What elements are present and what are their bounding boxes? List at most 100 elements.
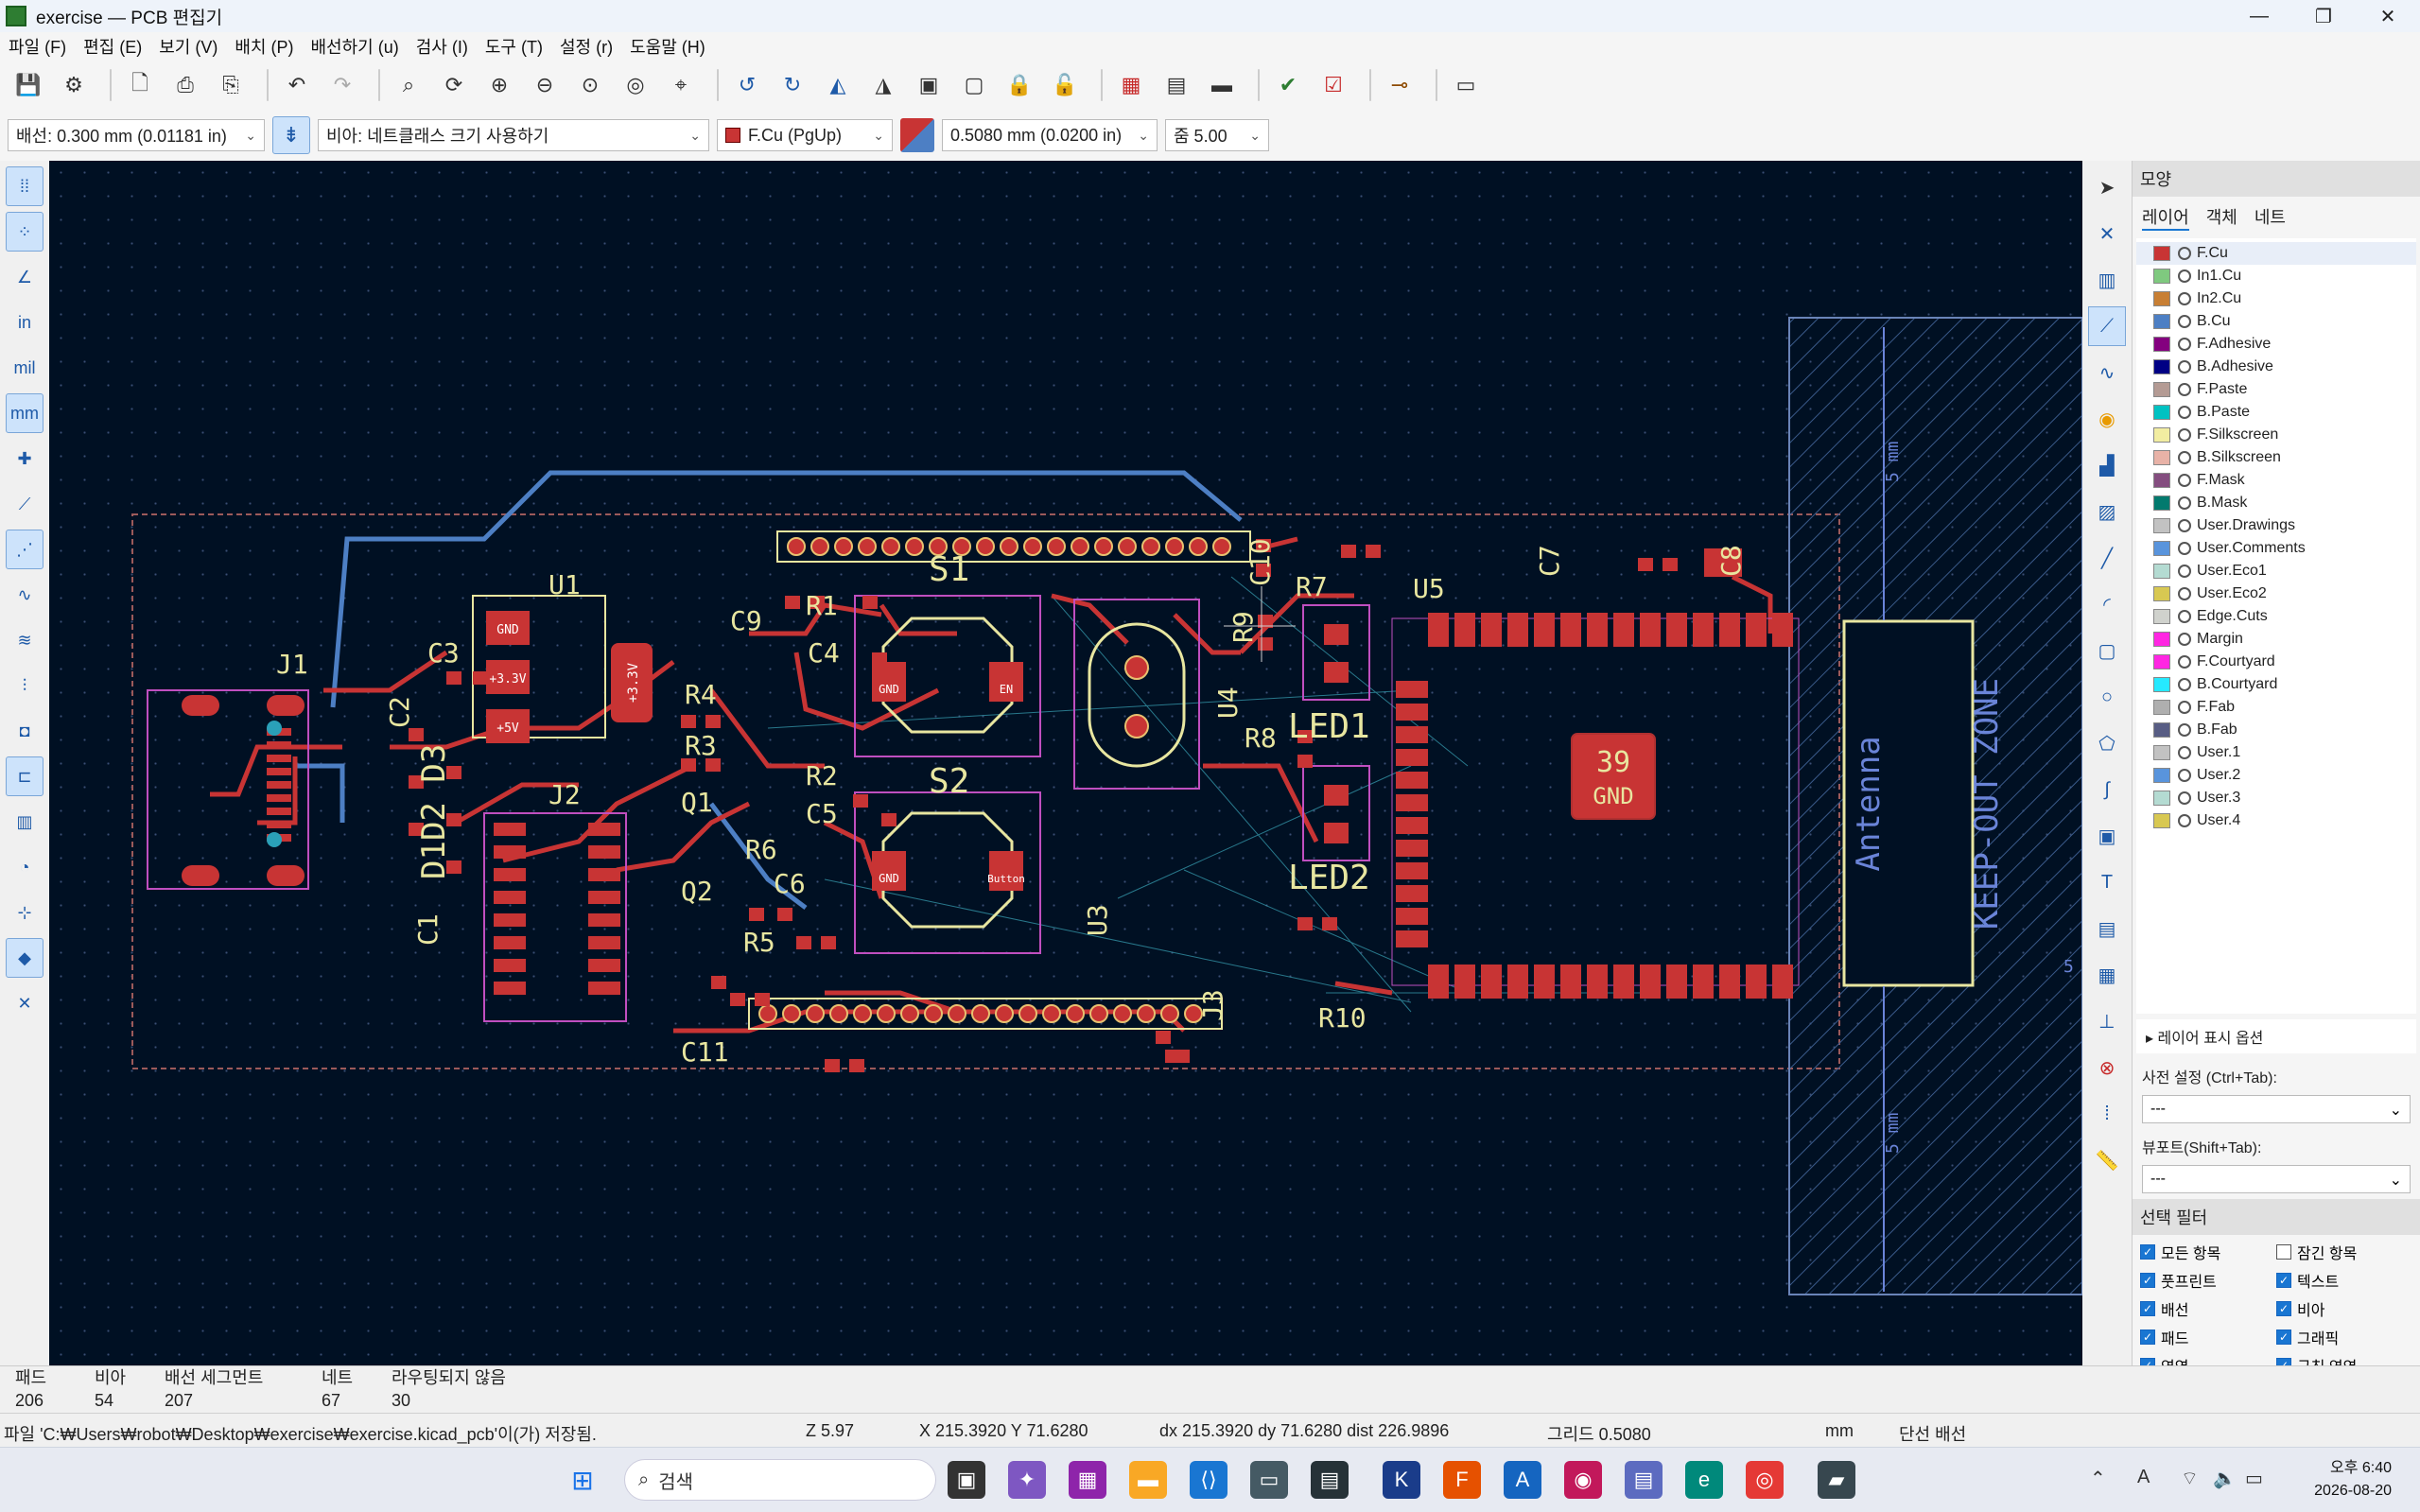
- led1-courtyard[interactable]: [1302, 604, 1370, 701]
- layer-color-swatch[interactable]: [2153, 246, 2170, 261]
- layer-color-swatch[interactable]: [2153, 609, 2170, 624]
- grid-select[interactable]: 0.5080 mm (0.0200 in) ⌄: [942, 119, 1158, 151]
- local-ratsnest-icon[interactable]: ✕: [2098, 223, 2115, 245]
- add-footprint-icon[interactable]: ▥: [2098, 269, 2116, 291]
- ungroup-icon[interactable]: ▢: [964, 73, 984, 96]
- visibility-eye-icon[interactable]: [2178, 292, 2191, 305]
- layer-color-swatch[interactable]: [2153, 813, 2170, 828]
- filter-item[interactable]: ✓풋프린트: [2140, 1269, 2276, 1292]
- s2-pad-gnd[interactable]: [872, 662, 906, 702]
- show-fill-icon[interactable]: ◔: [19, 857, 30, 877]
- s2-courtyard[interactable]: [854, 595, 1041, 757]
- visibility-eye-icon[interactable]: [2178, 474, 2191, 487]
- layer-color-swatch[interactable]: [2153, 518, 2170, 533]
- layer-row-b-cu[interactable]: B.Cu: [2136, 310, 2416, 333]
- layer-color-swatch[interactable]: [2153, 541, 2170, 556]
- grid-overrides-icon[interactable]: ⁘: [6, 212, 44, 252]
- layer-color-swatch[interactable]: [2153, 405, 2170, 420]
- layer-row-f-mask[interactable]: F.Mask: [2136, 469, 2416, 492]
- visibility-eye-icon[interactable]: [2178, 247, 2191, 260]
- raspberry-icon[interactable]: ◉: [1564, 1461, 1602, 1499]
- s1-pad-button[interactable]: [989, 851, 1023, 891]
- pad-display-icon[interactable]: ⫶: [22, 675, 27, 695]
- u1-pad-3[interactable]: [486, 709, 530, 743]
- filter-item[interactable]: ✓비아: [2276, 1297, 2412, 1320]
- add-textbox-icon[interactable]: ▤: [2098, 918, 2116, 940]
- draw-polygon-icon[interactable]: ⬠: [2098, 733, 2115, 755]
- visibility-eye-icon[interactable]: [2178, 587, 2191, 600]
- zoom-select[interactable]: 줌 5.00 ⌄: [1165, 119, 1269, 151]
- zoom-selection-icon[interactable]: ⌖: [674, 73, 688, 96]
- visibility-eye-icon[interactable]: [2178, 701, 2191, 714]
- layer-color-swatch[interactable]: [2153, 791, 2170, 806]
- u5-top-pads[interactable]: [1428, 613, 1793, 647]
- filter-item[interactable]: ✓텍스트: [2276, 1269, 2412, 1292]
- netlist-update-icon[interactable]: ▦: [1121, 73, 1141, 96]
- checkbox[interactable]: ✓: [2276, 1301, 2291, 1316]
- footprint-library-icon[interactable]: ▤: [1166, 73, 1187, 96]
- visibility-eye-icon[interactable]: [2178, 655, 2191, 669]
- menu-tools[interactable]: 도구 (T): [484, 38, 543, 57]
- via-display-icon[interactable]: ◘: [19, 721, 30, 740]
- j2-pins[interactable]: [787, 537, 1231, 556]
- add-dimension-icon[interactable]: ⊥: [2098, 1011, 2115, 1033]
- zone-display-icon[interactable]: ▥: [16, 811, 33, 831]
- tab-objects[interactable]: 객체: [2205, 208, 2237, 227]
- layer-color-swatch[interactable]: [2153, 269, 2170, 284]
- devhome-icon[interactable]: ▤: [1311, 1461, 1349, 1499]
- tray-chevron-up-icon[interactable]: ⌃: [2090, 1469, 2106, 1489]
- layer-row-margin[interactable]: Margin: [2136, 628, 2416, 651]
- visibility-eye-icon[interactable]: [2178, 315, 2191, 328]
- notepad-icon[interactable]: ▤: [1625, 1461, 1663, 1499]
- layer-row-user-3[interactable]: User.3: [2136, 787, 2416, 809]
- visibility-eye-icon[interactable]: [2178, 633, 2191, 646]
- track-width-auto-icon[interactable]: ⇟: [272, 116, 310, 154]
- track-display-icon[interactable]: ⊏: [6, 756, 44, 796]
- layer-color-swatch[interactable]: [2153, 768, 2170, 783]
- filter-item[interactable]: ✓패드: [2140, 1326, 2276, 1348]
- led1-pad-1[interactable]: [1324, 662, 1349, 683]
- route-track-icon[interactable]: ⟋: [2088, 306, 2126, 346]
- taskbar-clock[interactable]: 오후 6:40 2026-08-20: [2314, 1457, 2392, 1503]
- ime-icon[interactable]: A: [2137, 1467, 2150, 1487]
- vscode-icon[interactable]: ⟨⟩: [1190, 1461, 1227, 1499]
- layer-row-b-paste[interactable]: B.Paste: [2136, 401, 2416, 424]
- units-mm-button[interactable]: mm: [6, 393, 44, 433]
- s1-pad-gnd[interactable]: [872, 851, 906, 891]
- drc-icon[interactable]: ✔: [1279, 73, 1297, 96]
- menu-inspect[interactable]: 검사 (I): [415, 38, 468, 57]
- layer-select[interactable]: F.Cu (PgUp) ⌄: [717, 119, 893, 151]
- windows-start-icon[interactable]: ⊞: [571, 1465, 594, 1495]
- add-zone-icon[interactable]: ▟: [2099, 455, 2115, 477]
- properties-icon[interactable]: ✕: [17, 993, 32, 1013]
- via-size-select[interactable]: 비아: 네트클래스 크기 사용하기 ⌄: [318, 119, 709, 151]
- layer-color-swatch[interactable]: [2153, 586, 2170, 601]
- j2-outline[interactable]: [776, 530, 1251, 563]
- page-settings-icon[interactable]: 🗋: [131, 71, 148, 95]
- layer-row-f-adhesive[interactable]: F.Adhesive: [2136, 333, 2416, 356]
- units-mil-button[interactable]: mil: [13, 357, 36, 377]
- led2-pad-2[interactable]: [1324, 785, 1349, 806]
- layer-row-user-2[interactable]: User.2: [2136, 764, 2416, 787]
- chrome-icon[interactable]: ◎: [1746, 1461, 1784, 1499]
- visibility-eye-icon[interactable]: [2178, 428, 2191, 442]
- layer-row-user-4[interactable]: User.4: [2136, 809, 2416, 832]
- track-angle-icon[interactable]: ⟋: [18, 494, 31, 513]
- polar-coords-icon[interactable]: ∠: [16, 267, 33, 287]
- layer-row-b-adhesive[interactable]: B.Adhesive: [2136, 356, 2416, 378]
- volume-icon[interactable]: 🔈: [2213, 1469, 2237, 1489]
- layer-display-options[interactable]: ▸ 레이어 표시 옵션: [2136, 1019, 2416, 1053]
- window-manager-icon[interactable]: ▭: [1250, 1461, 1288, 1499]
- visibility-eye-icon[interactable]: [2178, 406, 2191, 419]
- add-table-icon[interactable]: ▦: [2098, 965, 2116, 986]
- copilot-icon[interactable]: ✦: [1008, 1461, 1046, 1499]
- draw-bezier-icon[interactable]: ∫: [2104, 778, 2110, 800]
- menu-edit[interactable]: 편집 (E): [83, 38, 143, 57]
- board-statistics-icon[interactable]: ☑: [1324, 73, 1343, 96]
- layer-color-swatch[interactable]: [2153, 427, 2170, 443]
- visibility-eye-icon[interactable]: [2178, 383, 2191, 396]
- layer-row-edge-cuts[interactable]: Edge.Cuts: [2136, 605, 2416, 628]
- visibility-eye-icon[interactable]: [2178, 814, 2191, 827]
- undo-icon[interactable]: ↶: [287, 73, 306, 96]
- tab-nets[interactable]: 네트: [2254, 208, 2286, 227]
